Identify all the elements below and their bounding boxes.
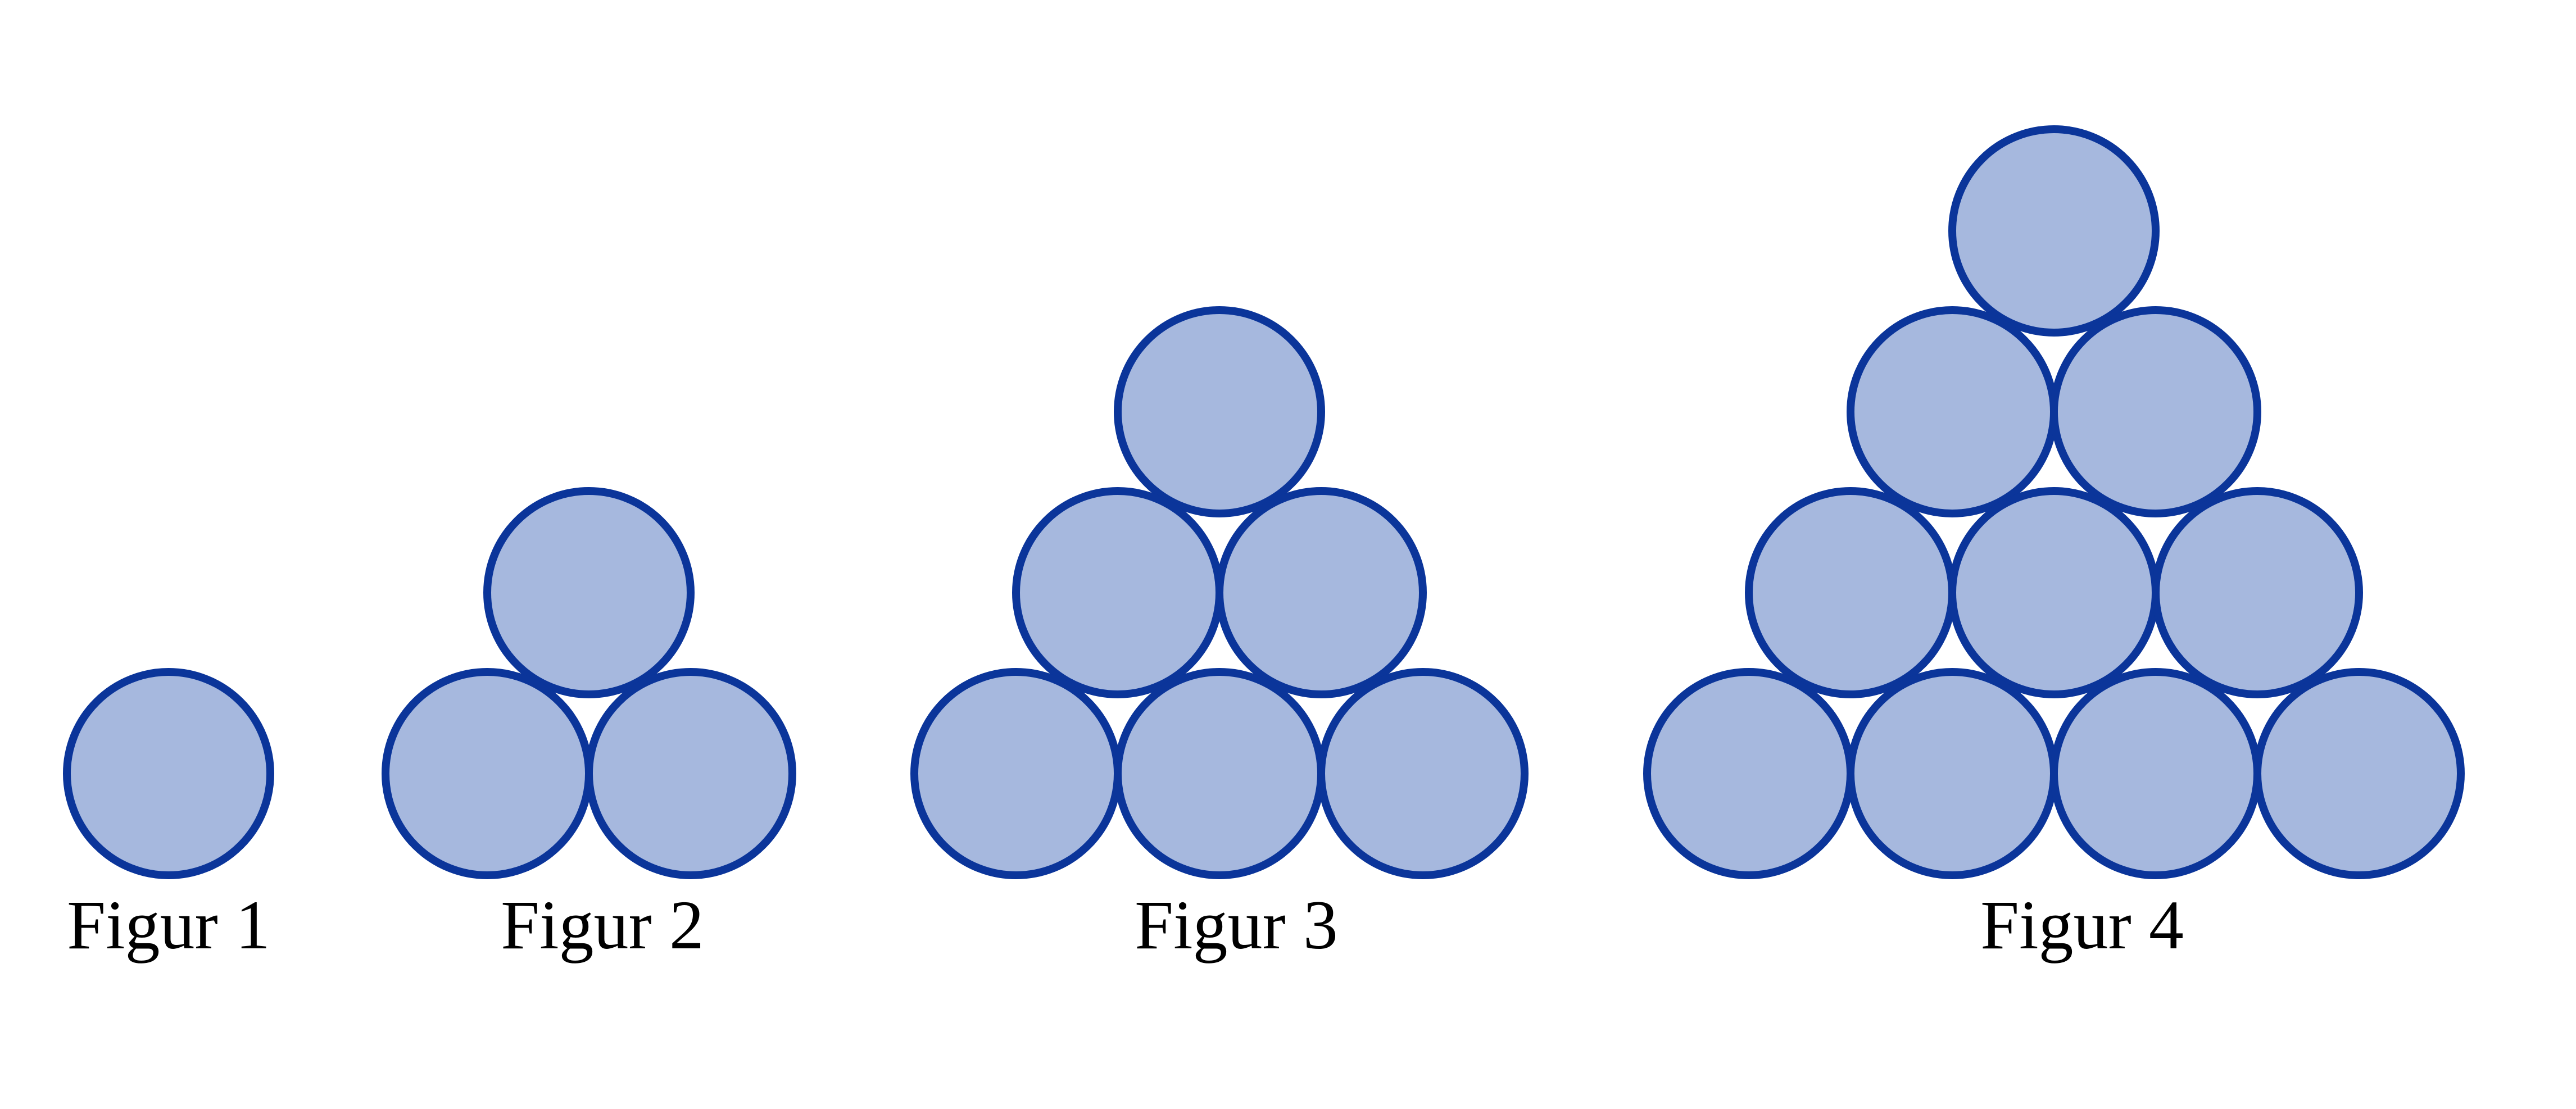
figure-4-circle-row4-3 <box>2050 668 2261 879</box>
figure-4-circle-row3-1 <box>1745 487 1956 698</box>
figure-2-circle-row2-2 <box>585 668 796 879</box>
figure-4 <box>1643 125 2465 879</box>
figure-3-circle-row2-1 <box>1012 487 1223 698</box>
figure-2-circle-row1-1 <box>483 487 695 698</box>
figure-3-circle-row3-1 <box>910 668 1122 879</box>
figure-2-label: Figur 2 <box>501 887 704 963</box>
figure-4-label: Figur 4 <box>1980 887 2184 963</box>
figure-4-circle-row4-4 <box>2253 668 2465 879</box>
figure-3-circle-row3-2 <box>1114 668 1325 879</box>
figure-2 <box>382 487 796 879</box>
figure-3-circle-row3-3 <box>1317 668 1529 879</box>
figure-1 <box>63 668 274 879</box>
figure-1-label: Figur 1 <box>67 887 270 963</box>
figure-2-circle-row2-1 <box>382 668 593 879</box>
figure-4-circle-row1-1 <box>1948 125 2160 337</box>
figure-4-circle-row2-2 <box>2050 306 2261 517</box>
figure-4-circle-row2-1 <box>1847 306 2058 517</box>
figure-3-label: Figur 3 <box>1135 887 1338 963</box>
figure-1-circle-row1-1 <box>63 668 274 879</box>
figure-4-circle-row3-3 <box>2152 487 2363 698</box>
figure-4-circle-row4-2 <box>1847 668 2058 879</box>
figure-3 <box>910 306 1529 879</box>
figure-4-circle-row4-1 <box>1643 668 1854 879</box>
figure-3-circle-row2-2 <box>1216 487 1427 698</box>
figure-3-circle-row1-1 <box>1114 306 1325 517</box>
figure-4-circle-row3-2 <box>1948 487 2160 698</box>
